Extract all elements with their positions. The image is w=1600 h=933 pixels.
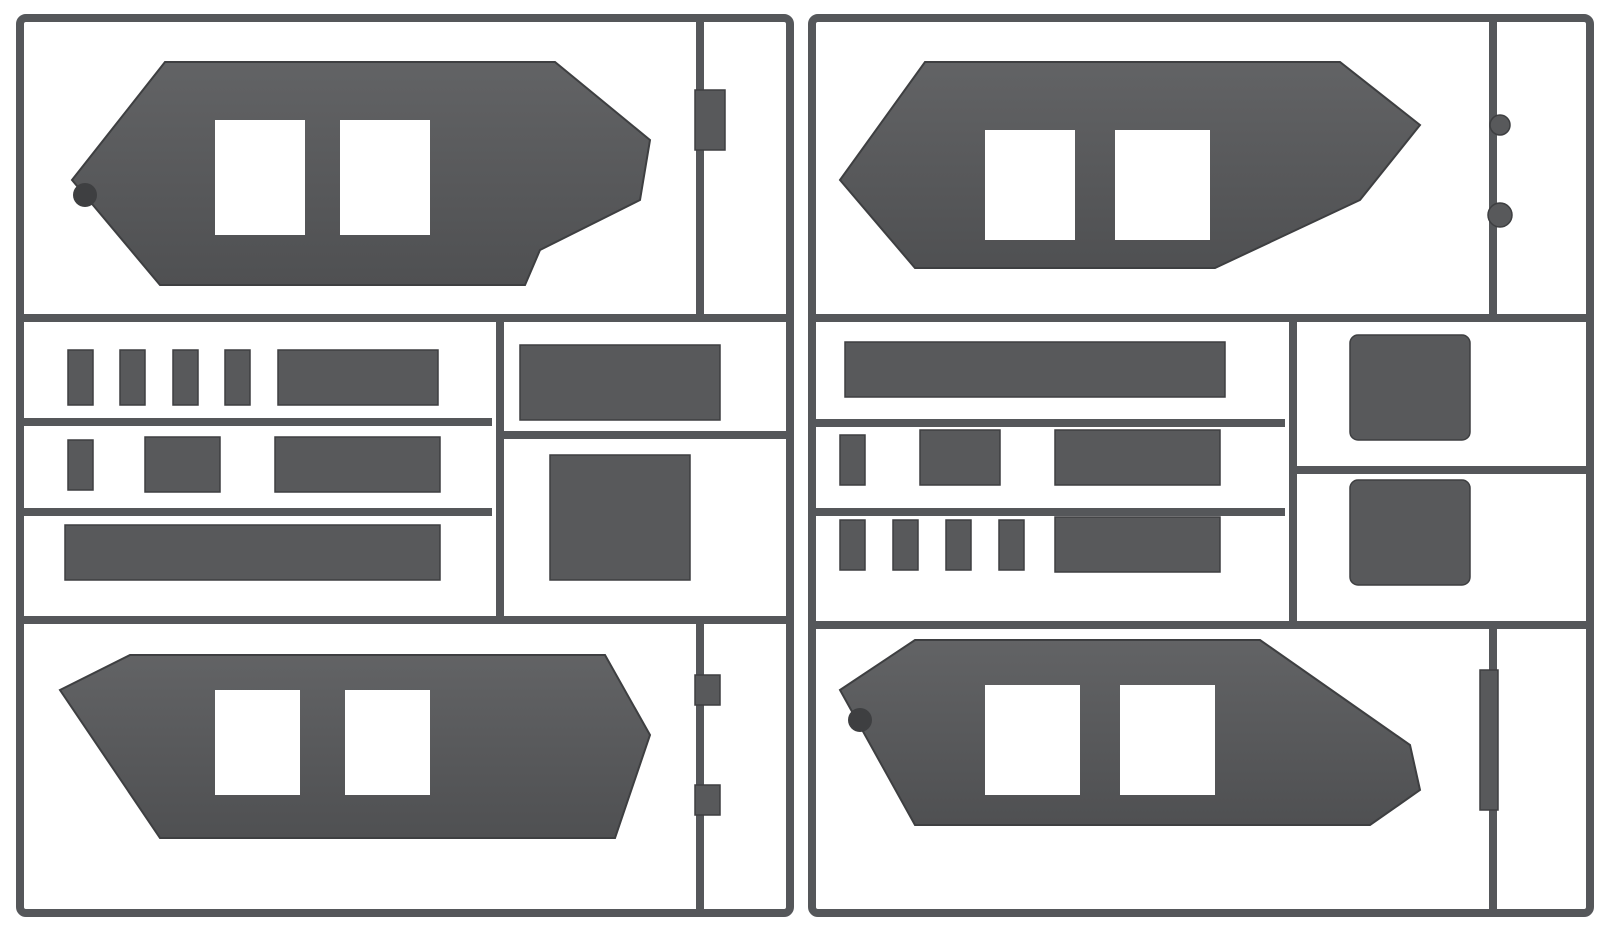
left-sprue-frame xyxy=(16,14,794,917)
small-parts-right xyxy=(839,114,1513,811)
left-sprue xyxy=(16,14,794,917)
side-panel-top-right xyxy=(838,61,1422,269)
side-panel-top-left xyxy=(70,61,652,286)
side-panel-bottom-right xyxy=(838,639,1422,826)
right-sprue-frame xyxy=(808,14,1594,917)
small-parts-left xyxy=(64,89,726,816)
right-sprue xyxy=(808,14,1594,917)
side-panel-bottom-left xyxy=(58,654,652,839)
